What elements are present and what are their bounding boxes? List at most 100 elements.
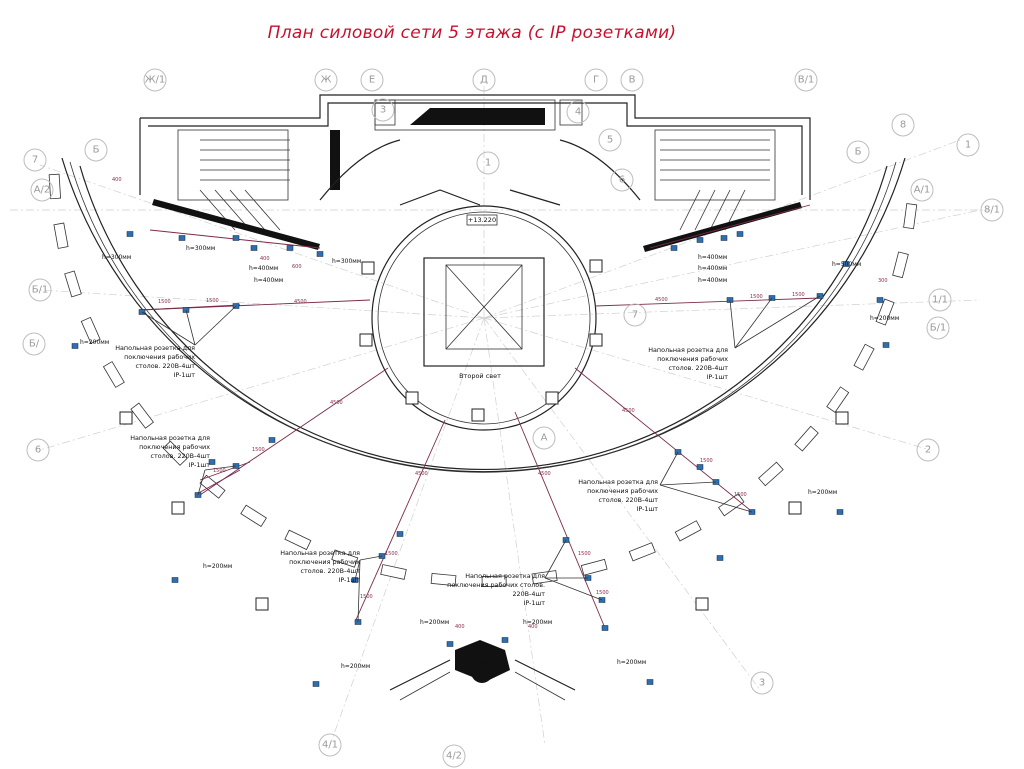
axis-bubble: В xyxy=(620,68,644,92)
axis-label: Е xyxy=(369,75,375,86)
cable xyxy=(649,204,811,249)
outlet xyxy=(720,235,728,241)
column xyxy=(589,259,603,273)
axis-bubble: Б/ xyxy=(22,332,46,356)
leader-line xyxy=(734,297,773,349)
window xyxy=(674,520,702,542)
outlet xyxy=(646,679,654,685)
column xyxy=(835,411,849,425)
note-line: столов. 220В-4шт xyxy=(301,567,361,575)
axis-label: 3 xyxy=(759,678,765,689)
axis-label: 1 xyxy=(485,158,491,169)
axis-label: 7 xyxy=(632,310,638,321)
outlet xyxy=(670,245,678,251)
note-line: Напольная розетка для xyxy=(465,572,545,580)
note-line: IP-1шт xyxy=(636,505,658,513)
note-line: IP-1шт xyxy=(338,576,360,584)
outlet xyxy=(178,235,186,241)
column xyxy=(589,333,603,347)
outlet xyxy=(286,245,294,251)
outlet xyxy=(696,237,704,243)
axis-label: 1/1 xyxy=(932,295,948,306)
axis-label: 2 xyxy=(925,445,931,456)
leader-line xyxy=(359,555,383,561)
dimension-label: 4500 xyxy=(415,471,428,477)
axis-label: А/1 xyxy=(914,185,931,196)
outlet xyxy=(748,509,756,515)
axis-bubble: Б/1 xyxy=(28,278,52,302)
outlet xyxy=(696,464,704,470)
column xyxy=(255,597,269,611)
cable xyxy=(594,297,821,307)
cable xyxy=(574,367,751,511)
axis-label: 4/2 xyxy=(446,751,462,762)
dimension-label: 300 xyxy=(878,278,888,284)
axis-label: Б/ xyxy=(29,339,40,350)
axis-label: Б xyxy=(93,145,100,156)
note-line: поключения рабочих столов. xyxy=(447,581,545,589)
dimension-label: 1500 xyxy=(792,292,805,298)
height-label: h=300мм xyxy=(102,254,131,261)
outlet xyxy=(736,231,744,237)
leader-line xyxy=(544,539,567,579)
window xyxy=(481,575,507,587)
axis-bubble: Б xyxy=(846,140,870,164)
grid-lines xyxy=(10,85,990,746)
column xyxy=(359,333,373,347)
cable xyxy=(199,461,251,481)
dimension-label: 4500 xyxy=(538,471,551,477)
column xyxy=(471,408,485,422)
axis-bubble: 7 xyxy=(623,303,647,327)
leader-line xyxy=(659,481,717,486)
window xyxy=(102,361,125,388)
note-leaders xyxy=(141,295,821,623)
window xyxy=(380,564,407,580)
window xyxy=(892,251,909,279)
height-label: h=200мм xyxy=(523,619,552,626)
height-label: h=200мм xyxy=(617,659,646,666)
leader-line xyxy=(197,469,206,496)
leader-line xyxy=(204,465,237,471)
outlet xyxy=(716,555,724,561)
outlet xyxy=(126,231,134,237)
note-line: Напольная розетка для xyxy=(648,346,728,354)
level-mark: +13.220 xyxy=(468,216,496,224)
axis-label: В/1 xyxy=(798,75,815,86)
axis-label: А xyxy=(541,433,548,444)
dimension-label: 4500 xyxy=(330,400,343,406)
outlet xyxy=(446,641,454,647)
dimension-label: 1500 xyxy=(213,468,226,474)
leader-line xyxy=(734,295,821,349)
height-label: h=200мм xyxy=(203,563,232,570)
window xyxy=(162,440,188,466)
leader-line xyxy=(354,559,361,581)
axis-bubble: Е xyxy=(360,68,384,92)
outlet xyxy=(312,681,320,687)
leader-line xyxy=(185,309,196,346)
window xyxy=(48,173,62,200)
dimension-label: 1500 xyxy=(700,458,713,464)
dimension-label: 1500 xyxy=(750,294,763,300)
outlet xyxy=(876,297,884,303)
window xyxy=(903,203,918,230)
axis-bubble: 7 xyxy=(23,148,47,172)
cable xyxy=(199,367,389,496)
window xyxy=(794,425,819,452)
column xyxy=(788,501,802,515)
axis-label: 7 xyxy=(32,155,38,166)
axis-label: А/2 xyxy=(34,185,51,196)
axis-bubble: Ж/1 xyxy=(143,68,167,92)
axis-bubble: Г xyxy=(584,68,608,92)
column xyxy=(171,501,185,515)
cable xyxy=(354,419,446,623)
axis-bubble: А/2 xyxy=(30,178,54,202)
note-line: IP-1шт xyxy=(523,599,545,607)
height-label: h=400мм xyxy=(698,265,727,272)
axis-bubble: 1/1 xyxy=(928,288,952,312)
window xyxy=(80,316,101,344)
south-entrance xyxy=(389,640,576,701)
dimension-label: 1500 xyxy=(578,551,591,557)
